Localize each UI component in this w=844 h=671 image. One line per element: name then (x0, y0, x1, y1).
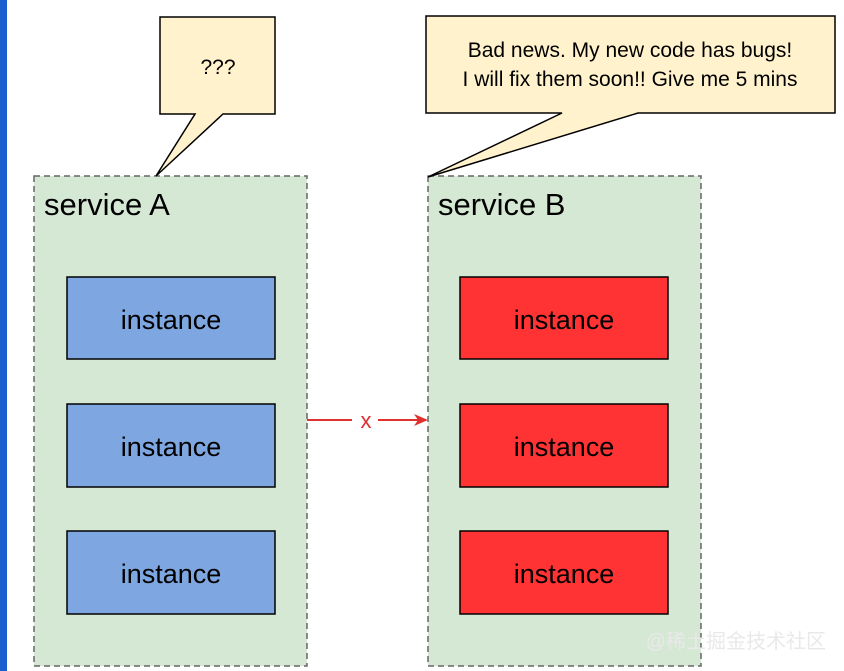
speech-bubble-b-line-1: Bad news. My new code has bugs! (468, 39, 793, 62)
service-a-instance-3-label: instance (121, 559, 222, 589)
service-a-instance-1 (66, 276, 276, 360)
service-a-instance-3 (66, 530, 276, 615)
service-a-instance-2 (66, 403, 276, 488)
service-b-instance-1 (459, 276, 669, 360)
service-a-title: service A (44, 187, 170, 222)
service-a-instance-2-label: instance (121, 432, 222, 462)
service-a-instance-1-label: instance (121, 305, 222, 335)
failed-call-connector: x (307, 408, 428, 433)
service-b-instance-3 (459, 530, 669, 615)
speech-bubble-a: ??? (155, 16, 276, 177)
speech-bubble-b-line-2: I will fix them soon!! Give me 5 mins (463, 68, 798, 91)
service-b: service B instance instance instance (427, 175, 702, 667)
service-b-instance-3-label: instance (514, 559, 615, 589)
watermark-text: @稀土掘金技术社区 (646, 630, 826, 653)
left-accent-bar (0, 0, 7, 671)
speech-bubble-b: Bad news. My new code has bugs! I will f… (425, 15, 836, 178)
service-b-instance-1-label: instance (514, 305, 615, 335)
speech-bubble-a-text: ??? (200, 56, 235, 79)
service-a: service A instance instance instance (33, 175, 308, 667)
speech-bubble-a-shape (155, 16, 276, 177)
connector-x-label: x (361, 408, 372, 433)
speech-bubble-b-shape (425, 15, 836, 178)
service-b-instance-2 (459, 403, 669, 488)
service-b-title: service B (438, 187, 565, 222)
service-b-instance-2-label: instance (514, 432, 615, 462)
